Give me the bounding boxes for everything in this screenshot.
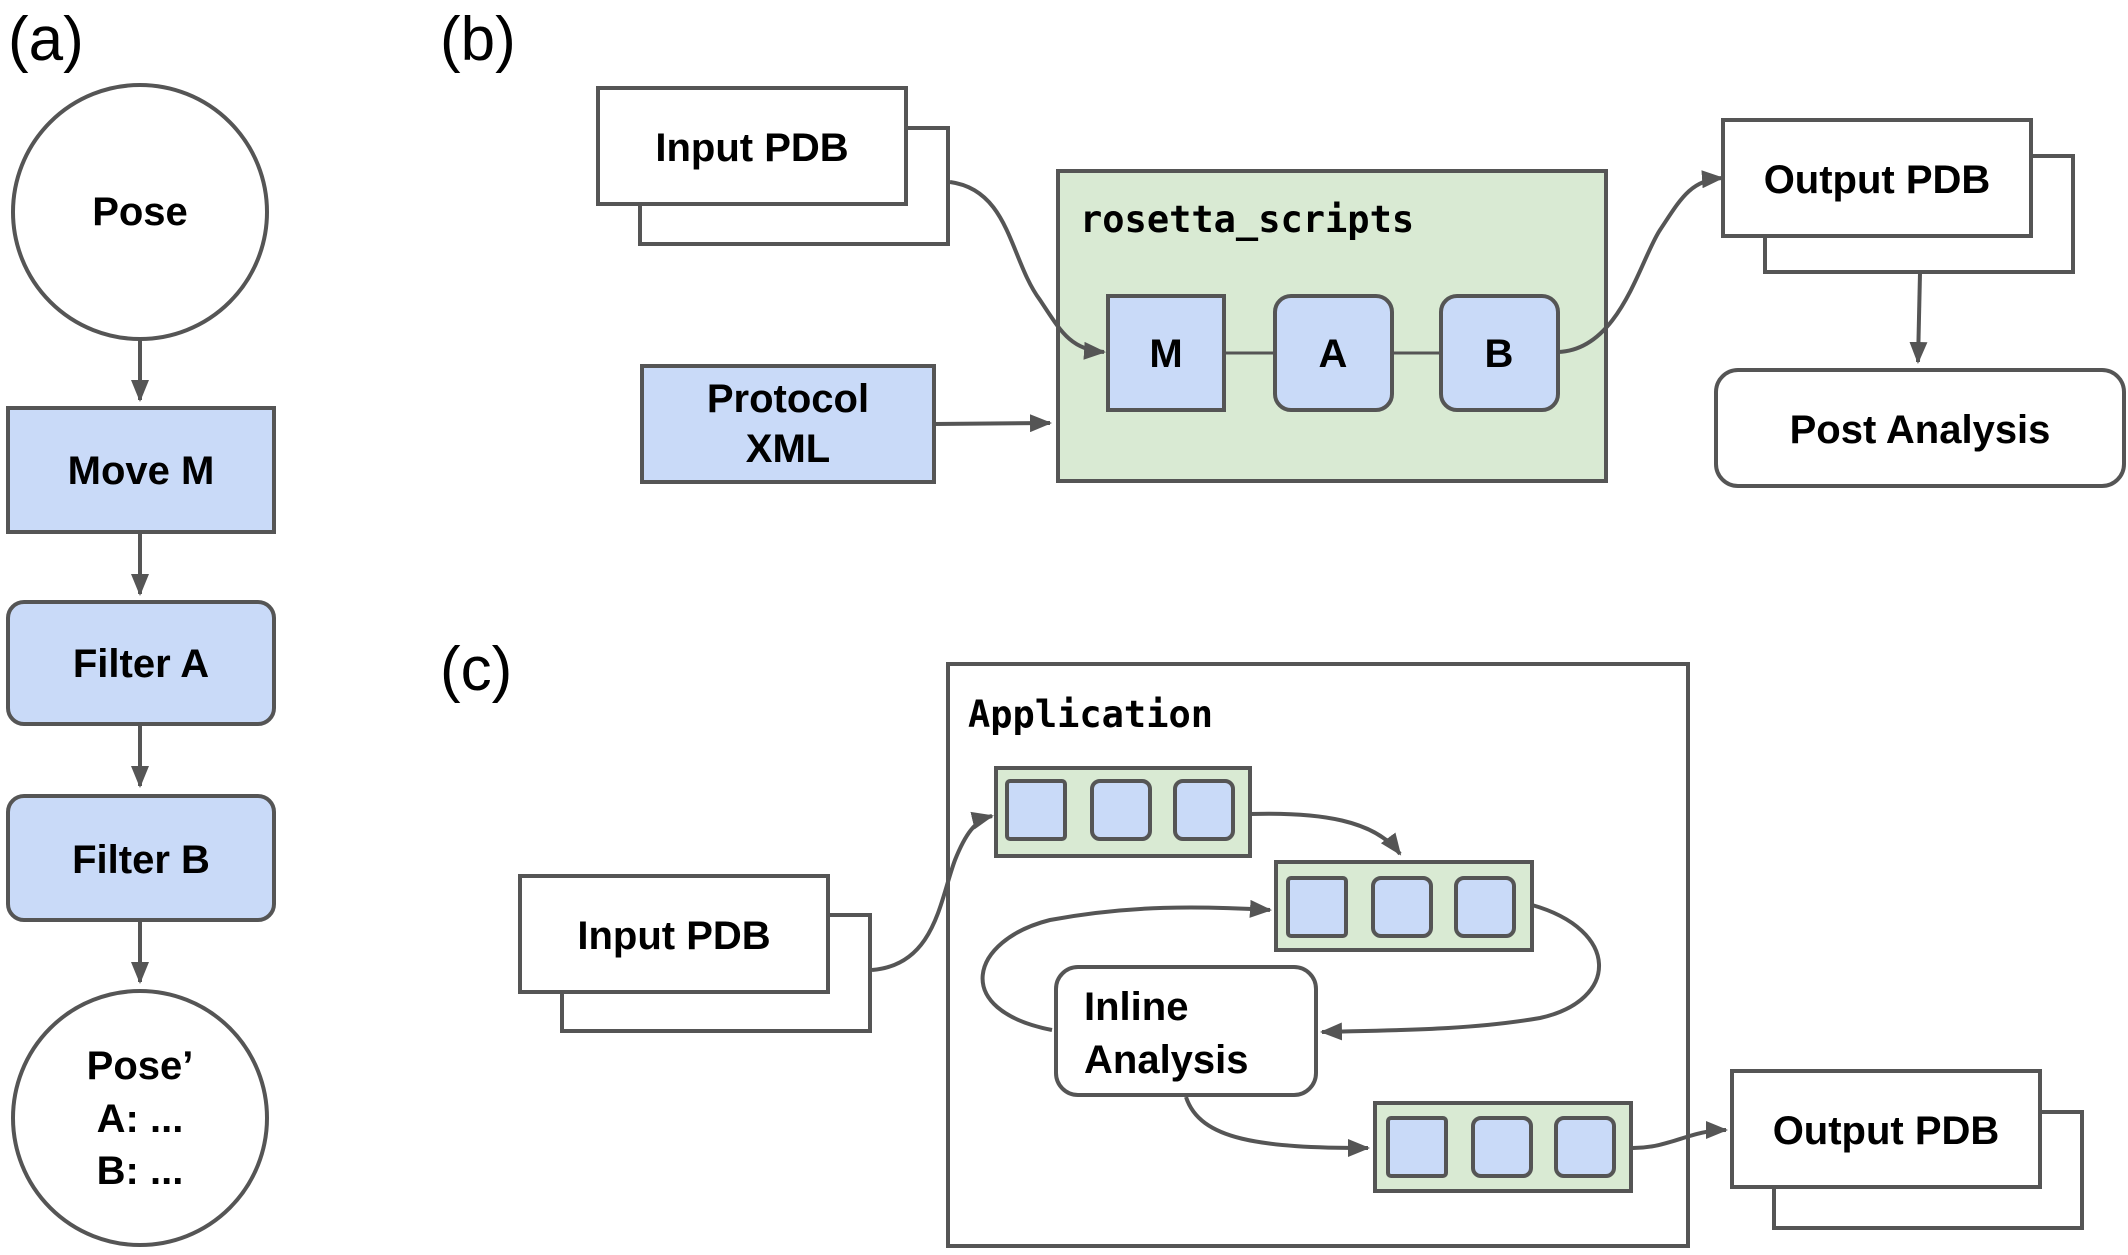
filter-b-text: Filter B: [72, 838, 210, 882]
panel-c-label: (c): [440, 635, 512, 704]
strip-1-cell-2: [1090, 779, 1152, 841]
pose-output-line3: B: ...: [97, 1149, 184, 1193]
pose-output-line2: A: ...: [97, 1097, 184, 1141]
panel-c: (c) Application Inline Analysis Input PD…: [440, 635, 2084, 1248]
output-pdb-node: [1721, 118, 2033, 238]
post-analysis-node: [1714, 368, 2126, 488]
panel-a: (a) Pose Move M Filter A B Filter B Pose…: [6, 5, 276, 1247]
pose-output-node: [11, 989, 269, 1247]
move-m-node: [6, 406, 276, 534]
strip-2-cell-2: [1371, 876, 1433, 938]
output-pdb-label: Output PDB: [1764, 158, 1991, 202]
arrow-strip3-to-output: [1632, 1121, 1728, 1150]
pose-input-node: [11, 83, 269, 341]
arrow-protocol-to-rosetta: [933, 414, 1052, 433]
rosetta-scripts-title: rosetta_scripts: [1080, 198, 1414, 241]
strip-1-cell-1: [1005, 779, 1067, 841]
arrow-strip2-to-inline: [1320, 903, 1601, 1041]
protocol-xml-line2: XML: [746, 427, 830, 471]
application-title: Application: [968, 693, 1213, 736]
inline-analysis-node: [1054, 965, 1318, 1097]
strip-3-cell-3: [1554, 1116, 1616, 1178]
protocol-xml-line1: Protocol: [707, 377, 869, 421]
arrow-output-to-post: [1909, 272, 1928, 364]
c-output-pdb-node: [1730, 1069, 2042, 1189]
strip-2-cell-3: [1454, 876, 1516, 938]
filter-a-label: Filter A: [73, 642, 209, 686]
post-analysis-label: Post Analysis: [1790, 408, 2051, 452]
input-pdb-node: [596, 86, 908, 206]
arrow-strip1-to-strip2: [1249, 811, 1402, 856]
arrow-filter-b-to-output: [1557, 170, 1724, 354]
filter-b-box-label: B: [1485, 332, 1514, 376]
strip-1-cell-3: [1173, 779, 1235, 841]
panel-a-label: (a): [8, 5, 84, 74]
panel-b: (b) Input PDB Protocol XML rosetta_scrip…: [440, 5, 2126, 488]
strip-2-cell-1: [1286, 876, 1348, 938]
mover-m-label: M: [1149, 332, 1182, 376]
filter-a-box: [1273, 294, 1394, 412]
input-pdb-label: Input PDB: [655, 126, 848, 170]
c-input-pdb-label: Input PDB: [577, 914, 770, 958]
strip-3-cell-1: [1386, 1116, 1448, 1178]
pose-output-line1: Pose’: [87, 1044, 194, 1088]
arrow-inline-to-strip3: [1184, 1096, 1370, 1157]
arrow-input-to-strip1: [871, 811, 994, 972]
move-m-label: Move M: [68, 449, 215, 493]
filter-a-node: [6, 600, 276, 726]
c-output-pdb-label: Output PDB: [1773, 1109, 2000, 1153]
strip-3-cell-2: [1471, 1116, 1533, 1178]
filter-b-box: [1439, 294, 1560, 412]
pose-input-label: Pose: [92, 190, 188, 234]
panel-b-label: (b): [440, 5, 516, 74]
filter-b-node: [6, 794, 276, 922]
filter-a-box-label: A: [1319, 332, 1348, 376]
inline-analysis-line1: Inline: [1084, 985, 1188, 1029]
arrow-input-to-mover: [949, 180, 1106, 360]
mover-m-node: [1106, 294, 1226, 412]
arrow-inline-to-strip2: [980, 899, 1272, 1032]
inline-analysis-line2: Analysis: [1084, 1038, 1249, 1082]
c-input-pdb-node: [518, 874, 830, 994]
